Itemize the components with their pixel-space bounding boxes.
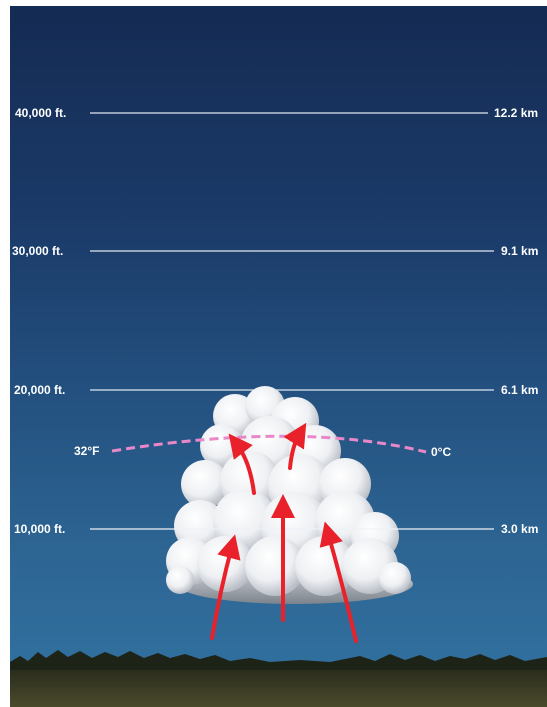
altitude-line-30000: 30,000 ft. 9.1 km (12, 244, 538, 258)
updraft-arrow-icon (228, 433, 256, 495)
altitude-label-feet: 20,000 ft. (14, 383, 65, 397)
diagram-scene: 40,000 ft. 12.2 km 30,000 ft. 9.1 km 20,… (10, 6, 547, 707)
altitude-line-20000: 20,000 ft. 6.1 km (14, 383, 538, 397)
altitude-label-feet: 30,000 ft. (12, 244, 63, 258)
diagram-svg: 40,000 ft. 12.2 km 30,000 ft. 9.1 km 20,… (10, 106, 547, 707)
altitude-line-10000: 10,000 ft. 3.0 km (14, 522, 538, 536)
ground-treeline (10, 650, 547, 707)
updraft-arrow-icon (210, 534, 241, 640)
altitude-label-km: 9.1 km (501, 244, 538, 258)
altitude-label-km: 3.0 km (501, 522, 538, 536)
altitude-label-km: 12.2 km (494, 106, 538, 120)
freezing-label-c: 0°C (431, 445, 451, 459)
updraft-arrow-icon (283, 422, 307, 470)
updraft-arrow-icon (319, 521, 358, 643)
cumulus-cloud (166, 386, 413, 604)
altitude-label-feet: 40,000 ft. (15, 106, 66, 120)
altitude-label-km: 6.1 km (501, 383, 538, 397)
freezing-label-f: 32°F (74, 444, 99, 458)
altitude-label-feet: 10,000 ft. (14, 522, 65, 536)
updraft-arrows (210, 422, 358, 643)
altitude-line-40000: 40,000 ft. 12.2 km (15, 106, 538, 120)
